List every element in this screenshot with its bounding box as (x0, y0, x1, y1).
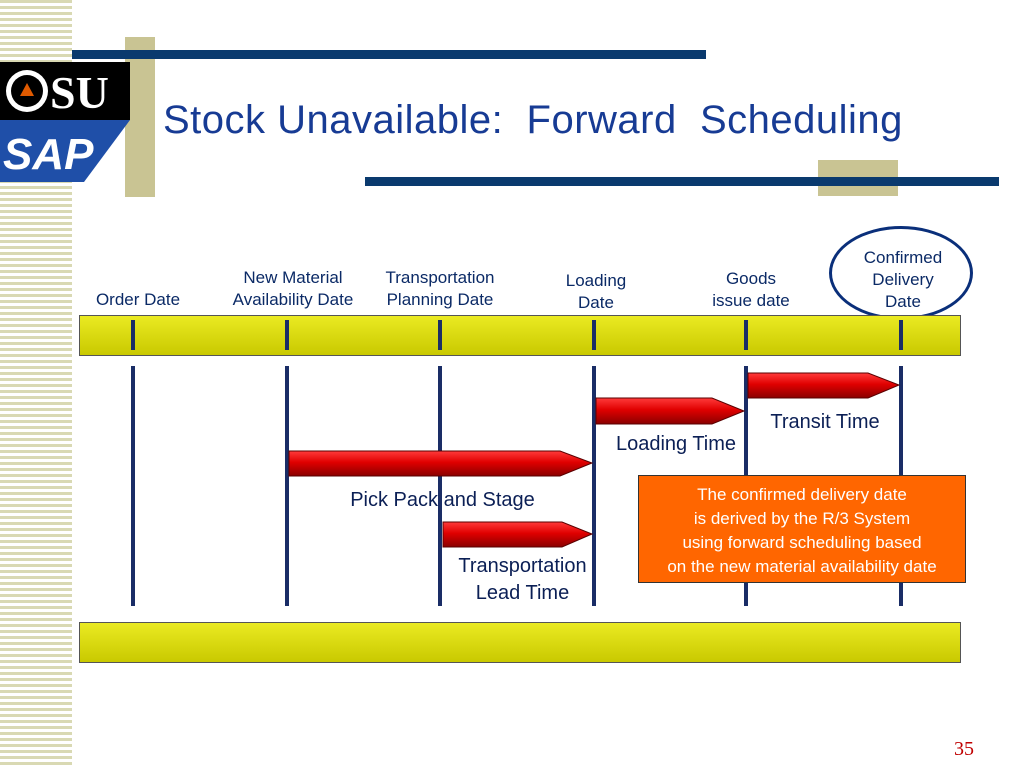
guide-line-transportation-planning (438, 366, 442, 606)
date-label-new-material: New Material Availability Date (232, 268, 354, 309)
date-label-goods-issue: Goods issue date (712, 269, 790, 310)
arrow-transit-time (747, 372, 901, 399)
duration-label-transportation-lead-time: Transportation Lead Time (458, 555, 587, 604)
arrow-transportation-lead-time (442, 521, 594, 548)
svg-text:SU: SU (50, 67, 109, 118)
slide-title: Stock Unavailable: Forward Scheduling (163, 98, 903, 142)
timeline-tick-confirmed-delivery (899, 320, 903, 350)
arrow-pick-pack-stage (288, 450, 594, 477)
header-rule-bottom (365, 177, 999, 186)
guide-line-order (131, 366, 135, 606)
osu-sap-logo: SU SAP (0, 62, 130, 182)
date-label-confirmed-delivery: Confirmed Delivery Date (863, 248, 943, 311)
duration-label-pick-pack-stage: Pick Pack and Stage (350, 489, 535, 511)
date-label-order: Order Date (95, 290, 181, 309)
logo-sap-text: SAP (3, 130, 94, 179)
header-rule-top (72, 50, 706, 59)
duration-label-transit-time: Transit Time (770, 411, 880, 433)
timeline-tick-goods-issue (744, 320, 748, 350)
timeline-tick-loading (592, 320, 596, 350)
header-accent-left (125, 37, 155, 197)
logo-graphic: SU SAP (0, 62, 130, 182)
page-number: 35 (954, 738, 974, 760)
guide-line-new-material (285, 366, 289, 606)
duration-label-loading-time: Loading Time (615, 433, 737, 455)
timeline-bar-bottom (79, 622, 961, 663)
explanation-note: The confirmed delivery date is derived b… (638, 475, 966, 583)
date-label-loading: Loading Date (565, 271, 627, 312)
timeline-tick-order (131, 320, 135, 350)
timeline-tick-transportation-planning (438, 320, 442, 350)
timeline-bar-top (79, 315, 961, 356)
arrow-loading-time (595, 397, 746, 425)
guide-line-loading (592, 366, 596, 606)
timeline-tick-new-material (285, 320, 289, 350)
date-label-transportation-planning: Transportation Planning Date (385, 268, 495, 309)
